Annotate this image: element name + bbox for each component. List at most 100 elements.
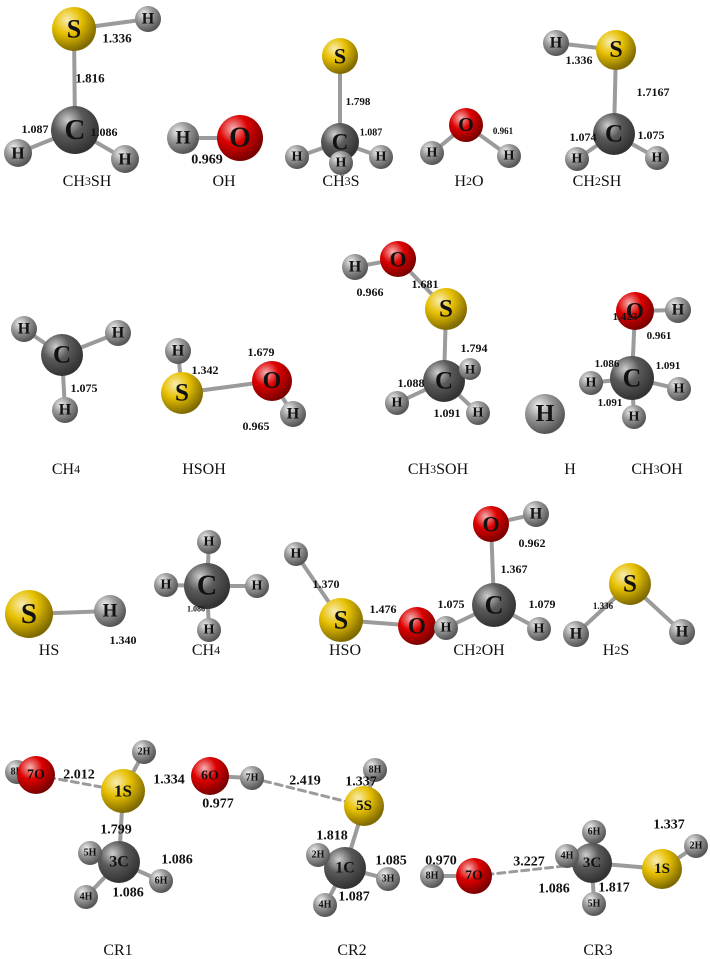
- bond-length-label-ch3oh-9-0: 0.961: [647, 330, 672, 342]
- atom-label: 1S: [114, 782, 132, 801]
- atom-s-hsoh-6-0: S: [161, 372, 203, 414]
- atom-h-cr2-16-3: 8H: [363, 758, 387, 782]
- atom-h-ch4-5-2: H: [105, 320, 131, 346]
- bond-length-label-ch2sh-4-3: 1.075: [638, 128, 665, 142]
- atom-label: H: [349, 259, 362, 276]
- atom-h-cr3-17-3: 6H: [582, 820, 606, 844]
- bond-length-label-cr1-15-3: 1.086: [161, 853, 193, 868]
- atom-label: C: [65, 114, 86, 146]
- atom-label: S: [439, 296, 453, 323]
- atom-label: 4H: [80, 892, 93, 903]
- atom-label: H: [570, 626, 583, 643]
- atom-o-ch3soh-7-1: O: [380, 241, 416, 277]
- atom-label: 3H: [382, 874, 395, 885]
- atom-s-ch3soh-7-2: S: [425, 288, 467, 330]
- bond-length-label-cr3-17-4: 1.337: [653, 818, 685, 833]
- atom-h-ch3oh-9-3: H: [579, 371, 603, 395]
- atom-o-h2o-3-0: O: [449, 108, 483, 142]
- atom-label: H: [586, 376, 597, 391]
- molecule-name-h2s-14: H2S: [603, 642, 629, 659]
- atom-label: 6H: [588, 827, 601, 838]
- bond-length-label-h2s-14-0: 1.336: [593, 601, 614, 611]
- atom-label: S: [175, 380, 189, 407]
- atom-label: C: [485, 591, 504, 620]
- atom-c-ch4-11-0: C: [184, 563, 230, 609]
- atom-h-ch2oh-13-1: H: [523, 501, 549, 527]
- atom-label: H: [161, 578, 172, 593]
- bond-length-label-ch2oh-13-0: 0.962: [519, 536, 546, 550]
- bond-length-label-ch3sh-0-0: 1.336: [102, 31, 132, 46]
- atom-label: 2H: [138, 747, 151, 758]
- atom-label: H: [287, 406, 300, 423]
- bond-length-label-ch3oh-9-2: 1.086: [595, 358, 620, 370]
- atom-label: H: [534, 622, 545, 637]
- atom-label: O: [482, 512, 499, 537]
- atom-h-ch4-11-1: H: [197, 530, 221, 554]
- atom-label: H: [504, 149, 515, 164]
- atom-label: C: [53, 342, 71, 369]
- atom-label: O: [458, 114, 474, 136]
- molecule-name-cr2-16: CR2: [337, 942, 366, 959]
- atom-c-ch3s-2-1: C: [321, 123, 359, 161]
- atom-label: 5H: [84, 848, 97, 859]
- atom-label: 6O: [201, 769, 219, 784]
- atom-label: H: [473, 406, 484, 421]
- atom-h-h2o-3-2: H: [497, 144, 521, 168]
- atom-c-ch3sh-0-2: C: [51, 106, 99, 154]
- bond-length-label-ch3sh-0-2: 1.087: [22, 122, 49, 136]
- atom-h-ch4-11-3: H: [245, 574, 269, 598]
- atom-label: H: [572, 152, 583, 167]
- molecule-name-hso-12: HSO: [329, 642, 361, 659]
- atom-s-cr1-15-2: 1S: [101, 769, 145, 813]
- atom-label: H: [427, 146, 438, 161]
- atom-h-ch3sh-0-3: H: [4, 139, 32, 167]
- bond-length-label-ch3s-2-0: 1.798: [346, 96, 371, 108]
- atom-label: S: [334, 606, 348, 635]
- atom-label: H: [252, 579, 263, 594]
- atom-h-ch3s-2-2: H: [285, 145, 309, 169]
- atom-h-cr2-16-1: 7H: [240, 766, 264, 790]
- bond-length-label-ch2oh-13-3: 1.079: [529, 597, 556, 611]
- bond-length-label-ch3oh-9-4: 1.091: [598, 397, 623, 409]
- atom-label: O: [408, 614, 426, 639]
- atom-h-oh-1-0: H: [167, 122, 199, 154]
- atom-h-ch4-5-3: H: [52, 397, 78, 423]
- atom-label: O: [263, 368, 282, 394]
- bond-length-label-ch3oh-9-1: 1.423: [613, 311, 638, 323]
- atom-o-cr1-15-1: 7O: [17, 756, 55, 794]
- atom-label: 1C: [335, 860, 355, 877]
- bond-length-label-hso-12-1: 1.476: [370, 602, 397, 616]
- atom-h-cr3-17-7: 2H: [684, 834, 708, 858]
- atom-label: H: [652, 151, 663, 166]
- atom-label: C: [605, 121, 623, 148]
- bond-length-label-hs-10-0: 1.340: [110, 633, 137, 647]
- atom-label: O: [389, 247, 406, 272]
- atom-h-ch4-5-1: H: [11, 316, 37, 342]
- atom-o-hsoh-6-2: O: [252, 361, 292, 401]
- atom-h-ch3oh-9-1: H: [665, 297, 691, 323]
- bond-length-label-cr2-16-4: 1.085: [375, 854, 407, 869]
- atom-label: 3C: [109, 854, 129, 871]
- atom-label: 7O: [27, 768, 45, 783]
- atom-h-h2s-14-2: H: [669, 619, 695, 645]
- atom-label: H: [11, 144, 24, 163]
- bond-length-label-hsoh-6-1: 1.679: [248, 345, 275, 359]
- atom-h-ch3oh-9-5: H: [622, 405, 646, 429]
- atom-label: H: [674, 382, 685, 397]
- atom-label: O: [229, 123, 251, 154]
- bond-length-label-ch2sh-4-2: 1.074: [570, 130, 597, 144]
- bond-length-label-cr2-16-0: 0.977: [202, 797, 234, 812]
- atom-h-cr3-17-0: 8H: [420, 864, 444, 888]
- atom-h-ch3sh-0-4: H: [111, 145, 139, 173]
- bond-length-label-ch3sh-0-1: 1.816: [75, 71, 105, 86]
- atom-h-ch3sh-0-1: H: [135, 6, 161, 32]
- bond-length-label-ch4-5-0: 1.075: [71, 381, 98, 395]
- atom-label: H: [172, 343, 185, 360]
- bond-length-label-oh-1-0: 0.969: [191, 153, 223, 168]
- atom-o-ch3oh-9-0: O: [616, 292, 654, 330]
- bond-length-label-ch4-11-0: 1.086: [187, 605, 205, 614]
- atom-o-ch2oh-13-0: O: [473, 506, 509, 542]
- atom-c-ch3soh-7-3: C: [423, 360, 465, 402]
- atom-h-ch2oh-13-4: H: [527, 617, 551, 641]
- atom-label: H: [392, 396, 403, 411]
